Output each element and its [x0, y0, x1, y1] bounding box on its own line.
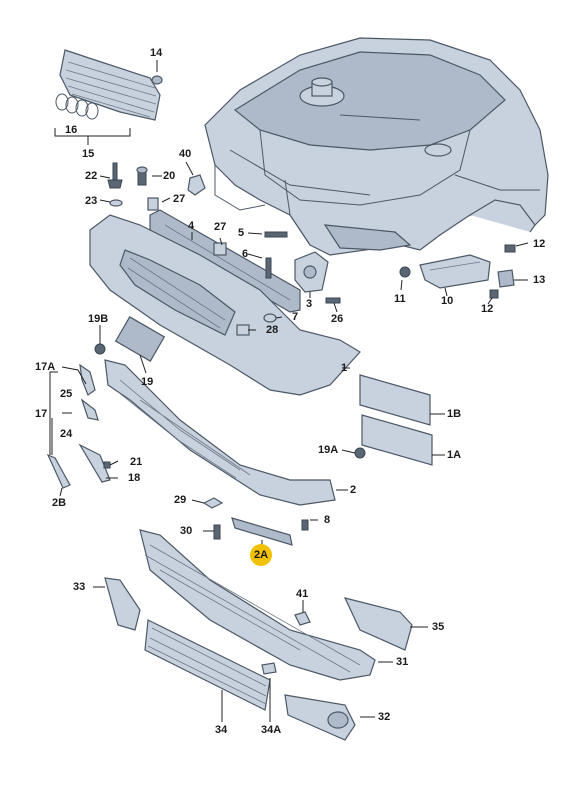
callout-19: 19	[141, 376, 154, 388]
callout-27-lower: 27	[214, 221, 227, 233]
callout-32: 32	[378, 711, 391, 723]
callout-11: 11	[394, 293, 406, 305]
callout-3: 3	[306, 298, 313, 310]
callout-1B: 1B	[447, 408, 462, 420]
callout-12-upper: 12	[533, 238, 546, 250]
callout-23: 23	[85, 195, 98, 207]
callout-2A-highlighted: 2A	[250, 544, 272, 566]
leader-lines	[49, 60, 529, 722]
callout-17A: 17A	[35, 361, 56, 373]
callout-22: 22	[85, 170, 98, 182]
callout-19B: 19B	[88, 313, 109, 325]
callout-30: 30	[180, 525, 193, 537]
callout-34: 34	[215, 724, 228, 736]
callout-17: 17	[35, 408, 48, 420]
callout-8: 8	[324, 514, 331, 526]
callout-1: 1	[341, 362, 348, 374]
small-hardware-upper	[107, 162, 206, 211]
callout-26: 26	[331, 313, 344, 325]
callout-31: 31	[396, 656, 409, 668]
callout-19A: 19A	[318, 444, 339, 456]
callout-7: 7	[292, 311, 299, 323]
callout-40: 40	[179, 148, 192, 160]
lower-spoiler	[104, 359, 336, 506]
callout-20: 20	[163, 170, 176, 182]
callout-16: 16	[65, 124, 78, 136]
radiator-grille	[54, 49, 163, 145]
callout-4: 4	[188, 220, 195, 232]
callout-27-upper: 27	[173, 193, 186, 205]
small-hardware-lower	[202, 497, 309, 546]
lower-grille-center	[139, 529, 376, 681]
callout-2: 2	[350, 484, 357, 496]
callout-13: 13	[533, 274, 546, 286]
car-body-front	[204, 37, 549, 256]
callout-29: 29	[174, 494, 187, 506]
callout-12-lower: 12	[481, 303, 494, 315]
callout-25: 25	[60, 388, 73, 400]
brackets-right	[213, 231, 516, 336]
side-brackets-left	[46, 343, 111, 489]
callout-34A: 34A	[261, 724, 282, 736]
license-plate-holders	[354, 374, 433, 466]
callout-21: 21	[130, 456, 143, 468]
callout-24: 24	[60, 428, 73, 440]
callout-2B: 2B	[52, 497, 67, 509]
callout-41: 41	[296, 588, 309, 600]
callout-6: 6	[242, 248, 249, 260]
callout-1A: 1A	[447, 449, 462, 461]
callout-15: 15	[82, 148, 95, 160]
callout-10: 10	[441, 295, 454, 307]
callout-28: 28	[266, 324, 279, 336]
callout-14: 14	[150, 47, 163, 59]
callout-33: 33	[73, 581, 86, 593]
callout-18: 18	[128, 472, 141, 484]
callout-5: 5	[238, 227, 245, 239]
lower-grilles	[104, 577, 413, 741]
callout-35: 35	[432, 621, 445, 633]
